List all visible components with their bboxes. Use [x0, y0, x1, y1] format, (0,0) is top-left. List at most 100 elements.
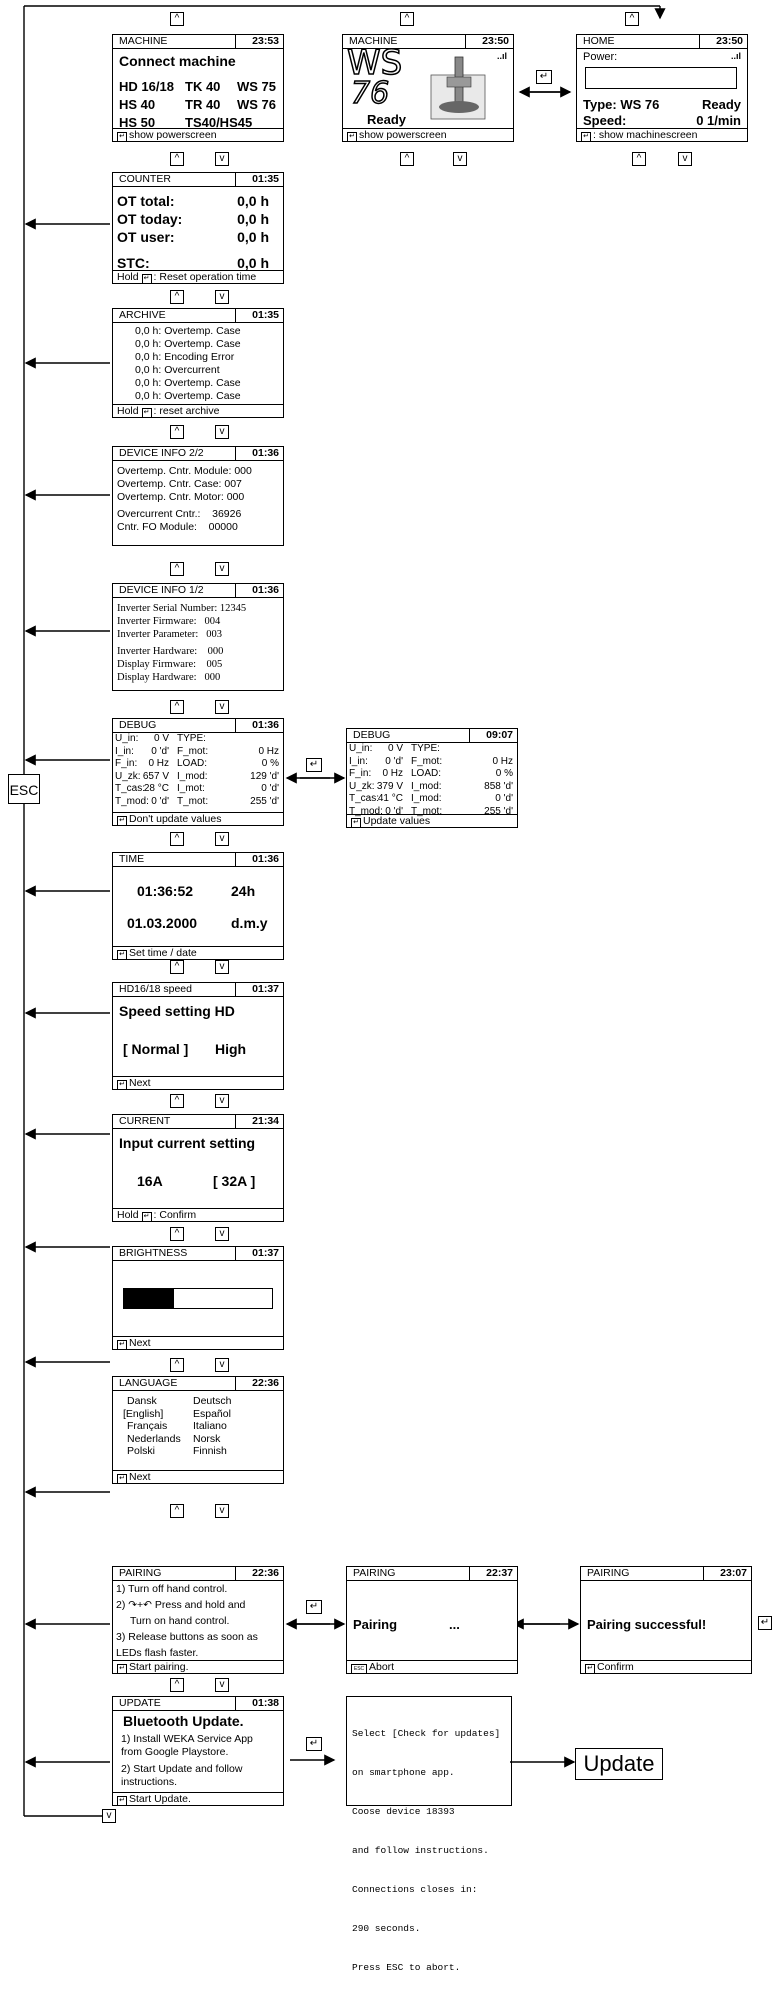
debug-label: T_cas: [349, 793, 380, 804]
current-option-32a[interactable]: [ 32A ] [213, 1173, 256, 1189]
enter-icon: ↵ [117, 1340, 127, 1349]
footer-text: Next [129, 1471, 151, 1483]
up-button[interactable]: ^ [170, 1358, 184, 1372]
info-value: 003 [206, 629, 222, 640]
language-option[interactable]: Français [127, 1420, 168, 1432]
down-button[interactable]: v [215, 425, 229, 439]
instruction-line: 2) Start Update and follow [121, 1763, 243, 1775]
clock-value[interactable]: 01:36:52 [137, 883, 194, 899]
up-button[interactable]: ^ [400, 152, 414, 166]
heading: Bluetooth Update. [123, 1713, 244, 1729]
enter-button[interactable]: ↵ [306, 758, 322, 772]
debug-value: 0 V [153, 733, 169, 744]
up-button[interactable]: ^ [170, 290, 184, 304]
down-button[interactable]: v [215, 832, 229, 846]
up-button[interactable]: ^ [170, 700, 184, 714]
debug-value: 657 V [142, 770, 169, 782]
down-button[interactable]: v [215, 1678, 229, 1692]
enter-button[interactable]: ↵ [306, 1737, 322, 1751]
machine-option[interactable]: HS 40 [119, 97, 156, 112]
speed-value: 0 1/min [696, 113, 741, 128]
counter-value: 0,0 h [237, 211, 269, 227]
update-action-box[interactable]: Update [575, 1748, 663, 1780]
info-label: Inverter Parameter: [117, 629, 199, 640]
down-button[interactable]: v [215, 1504, 229, 1518]
up-button[interactable]: ^ [170, 1504, 184, 1518]
archive-item: 0,0 h: Encoding Error [135, 351, 235, 363]
machine-option[interactable]: TK 40 [185, 79, 221, 94]
language-option[interactable]: Polski [127, 1445, 156, 1457]
counter-value: 0,0 h [237, 193, 269, 209]
down-button[interactable]: v [215, 960, 229, 974]
up-button[interactable]: ^ [170, 562, 184, 576]
language-option[interactable]: Italiano [193, 1420, 227, 1432]
up-button[interactable]: ^ [170, 1678, 184, 1692]
down-button[interactable]: v [215, 700, 229, 714]
speed-option-high[interactable]: High [215, 1041, 247, 1057]
date-value[interactable]: 01.03.2000 [127, 915, 198, 931]
brightness-fill [124, 1289, 175, 1308]
enter-button[interactable]: ↵ [536, 70, 552, 84]
down-button[interactable]: v [215, 562, 229, 576]
down-button[interactable]: v [215, 1227, 229, 1241]
screen-time: 01:37 [235, 1247, 283, 1260]
debug-label: I_in: [349, 755, 368, 767]
language-option[interactable]: Deutsch [193, 1395, 232, 1407]
info-label: Overtemp. Cntr. Case: [117, 478, 222, 490]
up-button[interactable]: ^ [170, 1094, 184, 1108]
up-button[interactable]: ^ [170, 832, 184, 846]
language-option[interactable]: Norsk [193, 1432, 221, 1445]
machine-option[interactable]: WS 76 [237, 97, 277, 112]
down-button[interactable]: v [215, 290, 229, 304]
up-button[interactable]: ^ [170, 152, 184, 166]
up-button[interactable]: ^ [170, 425, 184, 439]
language-option[interactable]: Finnish [193, 1445, 227, 1457]
machine-option[interactable]: WS 75 [237, 79, 277, 94]
machine-option[interactable]: TS40/HS45 [185, 115, 253, 130]
clock-format[interactable]: 24h [231, 883, 256, 899]
screen-time: 23:07 [703, 1567, 751, 1580]
machine-type: WS [346, 43, 403, 83]
screen-time: 01:36 [235, 584, 283, 597]
language-option[interactable]: Español [193, 1407, 231, 1420]
brightness-slider[interactable] [123, 1288, 273, 1309]
down-button[interactable]: v [215, 152, 229, 166]
up-button[interactable]: ^ [625, 12, 639, 26]
down-button[interactable]: v [215, 1358, 229, 1372]
down-button[interactable]: v [678, 152, 692, 166]
footer-prefix: Hold [117, 405, 139, 417]
screen-title: DEVICE INFO 1/2 [119, 584, 204, 596]
up-button[interactable]: ^ [170, 960, 184, 974]
up-button[interactable]: ^ [170, 1227, 184, 1241]
speed-option-normal[interactable]: [ Normal ] [123, 1041, 189, 1057]
up-button[interactable]: ^ [632, 152, 646, 166]
machine-option[interactable]: HD 16/18 [119, 79, 174, 94]
message-line: and follow instructions. [352, 1845, 489, 1856]
footer-text: : reset archive [153, 405, 220, 417]
up-button[interactable]: ^ [400, 12, 414, 26]
enter-button[interactable]: ↵ [758, 1616, 772, 1630]
date-format[interactable]: d.m.y [231, 915, 268, 931]
machine-option[interactable]: TR 40 [185, 97, 221, 112]
language-option[interactable]: Nederlands [127, 1432, 181, 1445]
counter-label: OT today: [117, 211, 183, 227]
down-button[interactable]: v [102, 1809, 116, 1823]
enter-icon: ↵ [117, 1080, 127, 1089]
down-button[interactable]: v [453, 152, 467, 166]
debug-value: 0 Hz [492, 755, 513, 767]
enter-button[interactable]: ↵ [306, 1600, 322, 1614]
up-button[interactable]: ^ [170, 12, 184, 26]
language-option[interactable]: Dansk [127, 1395, 157, 1407]
info-value: 36926 [212, 508, 242, 520]
current-option-16a[interactable]: 16A [137, 1173, 163, 1189]
down-button[interactable]: v [215, 1094, 229, 1108]
language-option-selected[interactable]: [English] [123, 1407, 164, 1420]
machine-option[interactable]: HS 50 [119, 115, 156, 130]
esc-button[interactable]: ESC [8, 774, 40, 804]
debug-label: T_mot: [177, 795, 209, 807]
